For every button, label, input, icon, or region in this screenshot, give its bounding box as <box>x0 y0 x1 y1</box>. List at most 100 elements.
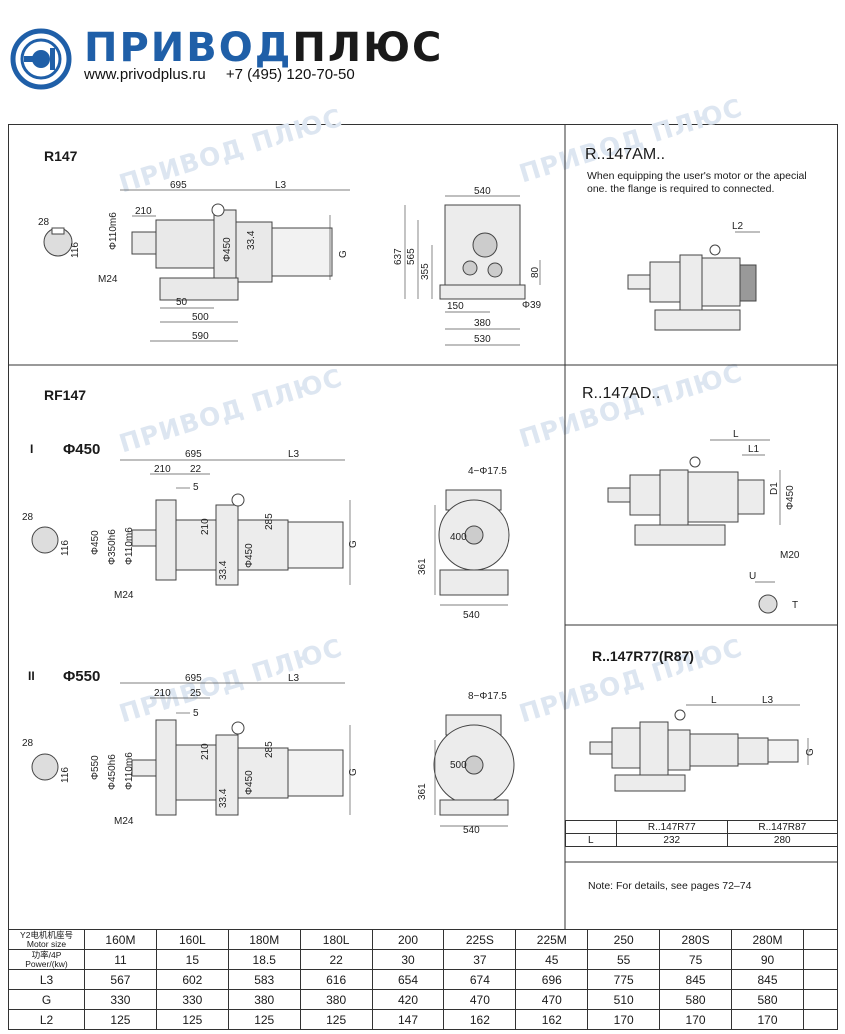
rf147-v2-dim: Φ550 <box>90 755 101 780</box>
rf147-v2-dim: Φ450 <box>244 770 255 795</box>
row-header-l3: L3 <box>8 969 85 990</box>
table-cell: 162 <box>515 1009 589 1030</box>
table-cell: 470 <box>443 989 517 1010</box>
table-cell: 583 <box>227 969 301 990</box>
r147-dim: 116 <box>70 242 81 258</box>
rf147-v2-dim: 500 <box>450 760 467 771</box>
rf147-v2-dim: 116 <box>60 767 71 783</box>
table-cell: 11 <box>84 949 157 970</box>
r147-dim: 210 <box>135 206 152 217</box>
r147-dim: 380 <box>474 318 491 329</box>
r147am-dim: L2 <box>732 221 744 232</box>
rf147-v1-dim: 28 <box>22 512 34 523</box>
r147-dim: 50 <box>176 297 188 308</box>
r147-dim: 695 <box>170 180 187 191</box>
phone-number[interactable]: +7 (495) 120-70-50 <box>225 66 355 83</box>
table-cell: 170 <box>587 1009 661 1030</box>
rf147-v2-dim: 8−Φ17.5 <box>468 691 507 702</box>
details-note: Note: For details, see pages 72–74 <box>588 880 752 892</box>
table-cell: 37 <box>443 949 517 970</box>
r147ad-drawing <box>607 456 778 614</box>
r147-dim: G <box>338 250 349 258</box>
r147ad-dim: Φ450 <box>785 485 796 510</box>
table-cell: 470 <box>515 989 589 1010</box>
rf147-v2-dim: 25 <box>190 688 202 699</box>
table-cell: 170 <box>731 1009 804 1030</box>
table-cell: 225S <box>443 929 517 950</box>
rf147-v2-dim: G <box>348 768 359 776</box>
table-cell: 845 <box>731 969 804 990</box>
rf147-variant1-shaft <box>31 526 59 554</box>
r147r77-table-corner <box>565 820 617 834</box>
rf147-v1-dim: L3 <box>288 449 300 460</box>
rf147-v2-dim: M24 <box>114 816 134 827</box>
row-header-g: G <box>8 989 85 1010</box>
rf147-v2-dim: 540 <box>463 825 480 836</box>
r147r77-dim: L3 <box>762 695 774 706</box>
rf147-v1-dim: Φ350h6 <box>107 529 118 565</box>
rf147-variant1-size: Φ450 <box>63 441 101 458</box>
rf147-v1-dim: G <box>348 540 359 548</box>
r147r77-drawing <box>589 709 799 792</box>
brand-name-part1: ПРИВОД <box>84 25 293 71</box>
table-cell: 380 <box>299 989 373 1010</box>
table-cell: 616 <box>299 969 373 990</box>
table-cell: 125 <box>155 1009 229 1030</box>
row-header-l2: L2 <box>8 1009 85 1030</box>
rf147-v1-dim: 210 <box>200 518 211 535</box>
r147-dim: 530 <box>474 334 491 345</box>
table-cell <box>803 989 838 1010</box>
r147ad-dim: D1 <box>769 482 780 495</box>
table-cell: 22 <box>299 949 373 970</box>
rf147-variant1-end <box>438 489 510 596</box>
rf147-variant2-size: Φ550 <box>63 668 101 685</box>
r147r77-cell: 280 <box>726 833 838 847</box>
rf147-v2-dim: 361 <box>417 783 428 800</box>
section-title-r147r77: R..147R77(R87) <box>592 648 694 664</box>
r147-end-view <box>439 204 526 300</box>
brand-name: ПРИВОДПЛЮС <box>84 28 443 68</box>
r147-dim: M24 <box>98 274 118 285</box>
r147-dim: 33.4 <box>246 230 257 250</box>
table-cell: 170 <box>659 1009 733 1030</box>
table-cell: 775 <box>587 969 661 990</box>
rf147-v2-dim: 210 <box>200 743 211 760</box>
rf147-v1-dim: 210 <box>154 464 171 475</box>
r147r77-dim: G <box>805 748 816 756</box>
rf147-v1-dim: 5 <box>193 482 199 493</box>
r147ad-dim: L <box>733 429 739 440</box>
r147-dim: 590 <box>192 331 209 342</box>
section-title-rf147: RF147 <box>44 387 87 403</box>
brand-logo-icon <box>10 28 72 90</box>
r147-dim: L3 <box>275 180 287 191</box>
r147r77-col-header: R..147R87 <box>726 820 838 834</box>
website-link[interactable]: www.privodplus.ru <box>84 66 206 83</box>
table-row: G 330 330 380 380 420 470 470 510 580 58… <box>8 989 838 1010</box>
rf147-v2-dim: 33.4 <box>218 788 229 808</box>
rf147-variant2-side <box>131 719 344 816</box>
rf147-v2-dim: 210 <box>154 688 171 699</box>
table-cell: 18.5 <box>227 949 301 970</box>
rf147-v1-dim: Φ450 <box>244 543 255 568</box>
table-cell: 580 <box>659 989 733 1010</box>
table-cell: 510 <box>587 989 661 1010</box>
table-cell: 420 <box>371 989 445 1010</box>
table-cell: 845 <box>659 969 733 990</box>
rf147-v2-dim: 5 <box>193 708 199 719</box>
table-cell: 75 <box>659 949 733 970</box>
rf147-v2-dim: Φ110m6 <box>124 752 135 790</box>
contact-line: www.privodplus.ru +7 (495) 120-70-50 <box>84 66 371 83</box>
table-cell: 654 <box>371 969 445 990</box>
r147-dim: 565 <box>406 248 417 265</box>
rf147-v1-dim: 22 <box>190 464 202 475</box>
r147ad-dim: T <box>792 600 798 611</box>
r147-dim: Φ110m6 <box>108 212 119 250</box>
rf147-v1-dim: Φ110m6 <box>124 527 135 565</box>
r147am-note: When equipping the user's motor or the a… <box>587 170 807 195</box>
table-cell: 55 <box>587 949 661 970</box>
